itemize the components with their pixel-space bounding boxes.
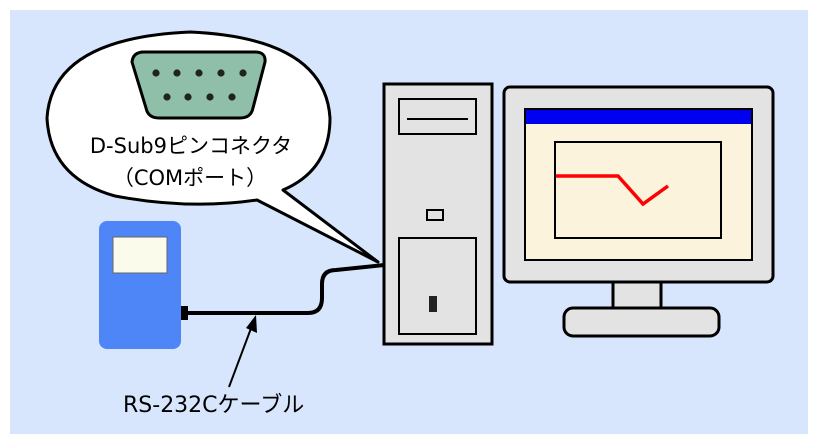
measuring-device-icon bbox=[99, 221, 181, 349]
power-button bbox=[426, 209, 444, 221]
monitor-icon bbox=[502, 85, 775, 338]
connector-label-line2: （COMポート） bbox=[113, 166, 267, 190]
monitor-neck bbox=[611, 280, 663, 310]
rs232c-cable bbox=[178, 263, 386, 320]
drive-bay bbox=[398, 98, 477, 135]
device-display bbox=[112, 236, 168, 274]
dsub9-connector-icon bbox=[130, 50, 267, 120]
speech-bubble bbox=[45, 30, 380, 264]
monitor-base bbox=[562, 306, 721, 338]
trend-line bbox=[556, 174, 670, 207]
usb-port bbox=[429, 296, 437, 312]
cable-label: RS-232Cケーブル bbox=[123, 393, 304, 418]
desktop-computer-icon bbox=[382, 82, 494, 346]
chart-frame bbox=[554, 141, 722, 239]
cable-pointer-arrow bbox=[228, 315, 257, 388]
connector-pins bbox=[152, 69, 247, 101]
window-titlebar bbox=[526, 110, 751, 124]
front-panel bbox=[398, 237, 477, 335]
connector-label-line1: D-Sub9ピンコネクタ bbox=[90, 134, 292, 158]
